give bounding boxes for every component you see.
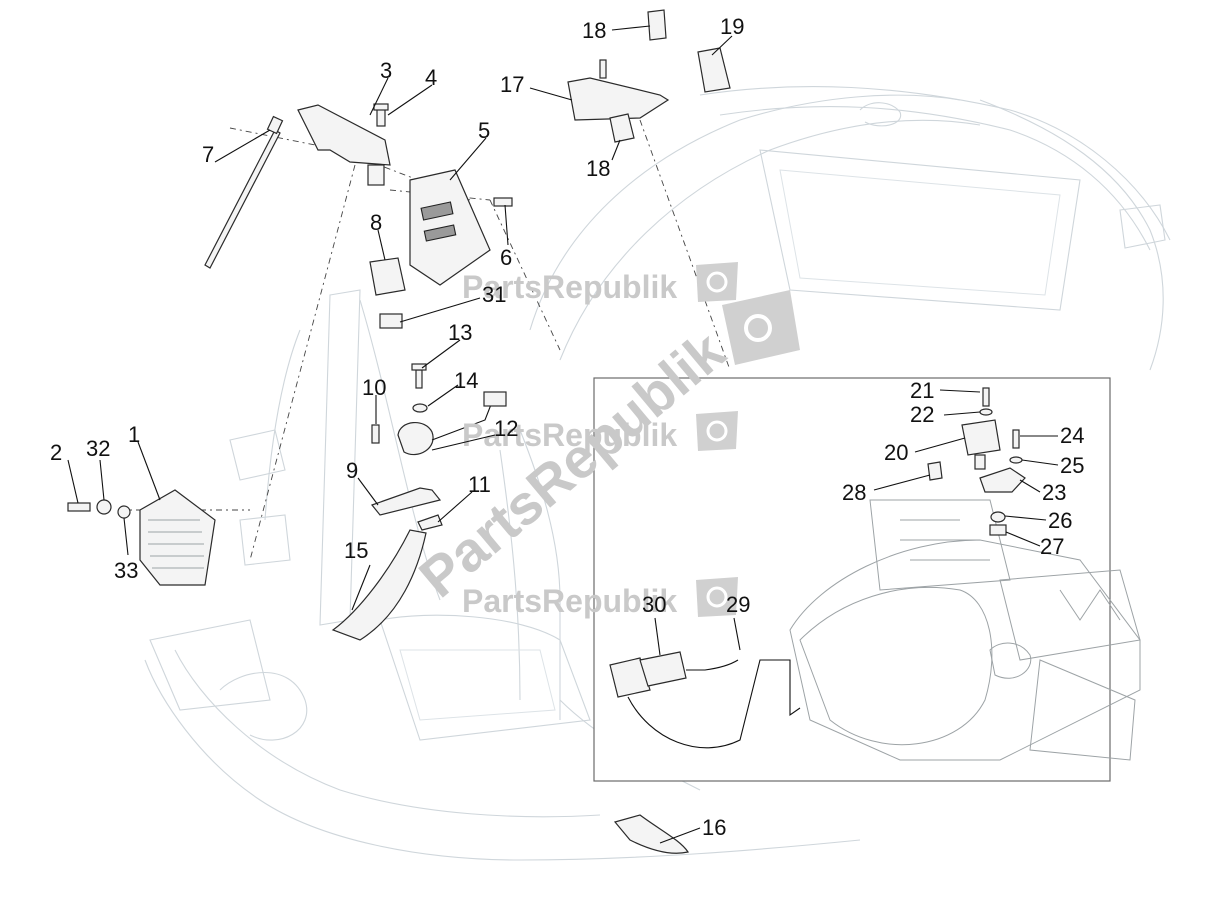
callout-17: 17 <box>500 72 524 97</box>
callout-12: 12 <box>494 416 518 441</box>
callout-leaders <box>67 25 1059 844</box>
callout-30: 30 <box>642 592 666 617</box>
callout-14: 14 <box>454 368 478 393</box>
gear-flag-icon <box>696 411 738 451</box>
parts <box>67 9 731 854</box>
callout-31: 31 <box>482 282 506 307</box>
callout-3: 3 <box>380 58 392 83</box>
callout-10: 10 <box>362 375 386 400</box>
callout-33: 33 <box>114 558 138 583</box>
gear-flag-icon <box>696 262 738 302</box>
callout-18b: 18 <box>586 156 610 181</box>
callout-7: 7 <box>202 142 214 167</box>
callout-19: 19 <box>720 14 744 39</box>
callout-15: 15 <box>344 538 368 563</box>
watermark-text-1: PartsRepublik <box>462 269 677 305</box>
callout-32: 32 <box>86 436 110 461</box>
callout-28: 28 <box>842 480 866 505</box>
callout-22: 22 <box>910 402 934 427</box>
gear-flag-icon <box>722 290 800 365</box>
inset-box <box>593 377 1111 782</box>
callout-9: 9 <box>346 458 358 483</box>
watermark-text-3: PartsRepublik <box>462 583 677 619</box>
callout-5: 5 <box>478 118 490 143</box>
inset-engine <box>609 387 1141 761</box>
callout-8: 8 <box>370 210 382 235</box>
callout-16: 16 <box>702 815 726 840</box>
callout-13: 13 <box>448 320 472 345</box>
scooter-frame <box>144 86 1171 861</box>
callout-21: 21 <box>910 378 934 403</box>
callout-23: 23 <box>1042 480 1066 505</box>
watermark-text-2: PartsRepublik <box>462 417 677 453</box>
callout-6: 6 <box>500 245 512 270</box>
callout-25: 25 <box>1060 453 1084 478</box>
callout-labels: 1 2 3 4 5 6 7 8 9 10 11 12 13 14 15 16 1… <box>50 14 1084 840</box>
gear-flag-icon <box>696 577 738 617</box>
callout-20: 20 <box>884 440 908 465</box>
callout-27: 27 <box>1040 534 1064 559</box>
callout-29: 29 <box>726 592 750 617</box>
callout-4: 4 <box>425 65 437 90</box>
callout-2: 2 <box>50 440 62 465</box>
callout-24: 24 <box>1060 423 1084 448</box>
callout-1: 1 <box>128 422 140 447</box>
callout-26: 26 <box>1048 508 1072 533</box>
callout-18a: 18 <box>582 18 606 43</box>
callout-11: 11 <box>468 472 491 497</box>
